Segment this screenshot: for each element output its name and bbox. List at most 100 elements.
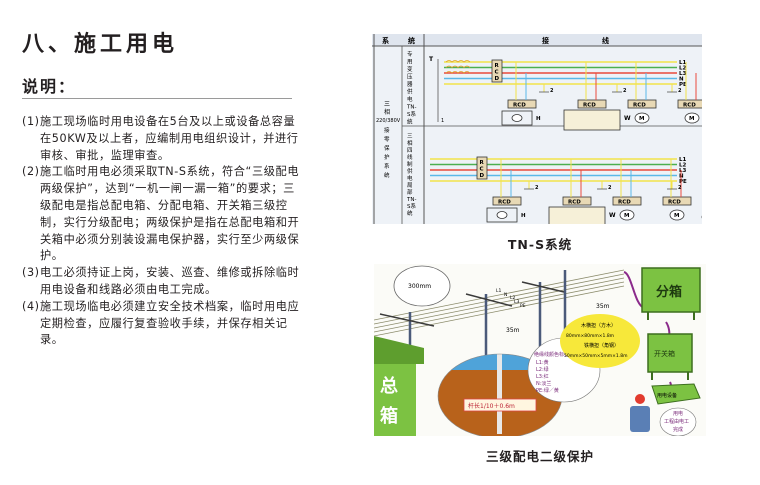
- svg-text:M: M: [689, 116, 694, 122]
- svg-text:M: M: [674, 213, 679, 219]
- row2-label-char: TN-: [406, 197, 416, 203]
- bus-label: L1: [679, 60, 687, 66]
- svg-text:RCD: RCD: [583, 103, 596, 109]
- svg-text:H: H: [521, 213, 526, 219]
- switch-box: [647, 333, 693, 373]
- main-distribution-box: [374, 364, 416, 436]
- svg-text:RCD: RCD: [513, 103, 526, 109]
- tns-caption: TN-S系统: [507, 237, 573, 252]
- svg-text:M: M: [624, 213, 629, 219]
- svg-text:RCD: RCD: [618, 200, 631, 206]
- list-item: (2) 施工临时用电必须采取TN-S系统，符合“三级配电两级保护”，达到“一机一…: [22, 164, 300, 265]
- svg-text:RCD: RCD: [668, 200, 681, 206]
- row2-label-char: 线: [407, 153, 413, 161]
- header-wiring-2: 线: [602, 36, 609, 45]
- branch-rcd: [562, 196, 592, 206]
- instruction-list: (1) 施工现场临时用电设备在5台及以上或设备总容量在50KW及以上者，应编制用…: [22, 114, 300, 349]
- row2-label-char: 四: [407, 147, 413, 154]
- svg-text:H: H: [536, 116, 541, 122]
- svg-text:RCD: RCD: [633, 103, 646, 109]
- spacing-callout: [393, 265, 451, 307]
- row1-label-char: 电: [407, 95, 413, 103]
- electrician-note-1: 用电: [673, 410, 683, 417]
- row1-label-char: S系: [407, 110, 416, 118]
- equipment-label: 用电设备: [657, 392, 677, 399]
- main-rcd: [476, 156, 488, 180]
- row1-label-char: 压: [407, 74, 413, 81]
- header-system-1: 系: [382, 36, 389, 45]
- row1-label-char: 用: [407, 59, 413, 66]
- bus-label: N: [679, 77, 684, 83]
- svg-text:2: 2: [550, 88, 554, 94]
- row2-label-char: 部: [407, 188, 413, 196]
- item-text: 施工临时用电必须采取TN-S系统，符合“三级配电两级保护”，达到“一机一闸一漏一…: [40, 165, 300, 263]
- svg-text:2: 2: [678, 88, 682, 94]
- ground-label: 1: [441, 118, 444, 124]
- motor: [669, 209, 685, 221]
- left-label-char: 保: [384, 144, 390, 152]
- electrician-note-3: 完成: [673, 426, 683, 433]
- row1-label-char: TN-: [406, 105, 416, 111]
- wire-tag: PE: [520, 303, 526, 309]
- left-label-char: 护: [384, 153, 390, 161]
- svg-text:W: W: [609, 212, 616, 219]
- lamp: [511, 114, 523, 122]
- row1-label-char: 变: [407, 65, 413, 73]
- span-label-2: 35m: [596, 303, 610, 310]
- protection-caption: 三级配电二级保护: [485, 449, 594, 464]
- svg-text:RCD: RCD: [683, 103, 696, 109]
- bus-label: L1: [679, 157, 687, 163]
- wire-tag: L3: [514, 299, 520, 305]
- section-subtitle: 说明：: [22, 77, 77, 96]
- bus-label: L2: [679, 163, 687, 169]
- list-item: (4) 施工现场临电必须建立安全技术档案，临时用电应定期检查，应履行复查验收手续…: [22, 299, 300, 349]
- item-number: (2): [22, 165, 40, 179]
- bus-label: L3: [679, 71, 687, 77]
- welder: [548, 206, 606, 228]
- crossarm-spec-title: 木横担（方木）: [581, 322, 616, 329]
- bus-label: PE: [679, 82, 687, 88]
- branch-rcd: [577, 99, 607, 109]
- row1-label-char: 器: [407, 81, 413, 88]
- sub-box-label: 分箱: [656, 284, 682, 300]
- wire-color-item: L3:红: [536, 373, 549, 380]
- wire-tag: L2: [510, 295, 516, 301]
- bus-label: L2: [679, 66, 687, 72]
- item-text: 电工必须持证上岗，安装、巡查、维修或拆除临时用电设备和线路必须由电工完成。: [40, 266, 300, 296]
- pole-depth-label: 杆长1/10＋0.6m: [468, 402, 515, 410]
- svg-text:R: R: [480, 160, 485, 166]
- svg-text:D: D: [480, 173, 485, 179]
- main-box-label-1: 总: [380, 375, 398, 397]
- header-wiring-1: 接: [542, 36, 549, 45]
- distribution-illustration: 300mm 35m 35m L1 N L2 L3 PE 总 箱 杆长1/10＋0…: [373, 264, 706, 439]
- left-label-char: 零: [384, 136, 390, 143]
- svg-text:RCD: RCD: [498, 200, 511, 206]
- list-item: (3) 电工必须持证上岗，安装、巡查、维修或拆除临时用电设备和线路必须由电工完成…: [22, 265, 300, 299]
- span-label-1: 35m: [506, 327, 520, 334]
- item-number: (3): [22, 266, 40, 280]
- wire-color-item: L2:绿: [536, 366, 549, 373]
- row1-label-char: 专: [407, 50, 413, 58]
- branch-rcd: [662, 196, 692, 206]
- item-number: (4): [22, 299, 40, 313]
- crossarm-spec-callout: [560, 314, 640, 368]
- crossarm-spec-2: 50mm×50mm×5mm×1.8m: [564, 353, 627, 359]
- header-system-2: 统: [408, 36, 415, 45]
- branch-rcd: [492, 196, 522, 206]
- motor: [619, 209, 635, 221]
- divider: [22, 98, 292, 99]
- electrician-figure: [630, 394, 650, 432]
- wire-color-item: PE:绿／黄: [536, 387, 559, 394]
- row1-label-char: 供: [407, 88, 413, 96]
- motor: [684, 112, 700, 124]
- svg-text:M: M: [639, 116, 644, 122]
- electrical-equipment: [651, 383, 701, 405]
- left-label-top: 三: [384, 101, 390, 108]
- item-number: (1): [22, 115, 40, 128]
- svg-text:2: 2: [623, 88, 627, 94]
- svg-text:2: 2: [678, 185, 682, 191]
- wire-tag: L1: [496, 288, 502, 294]
- spacing-label: 300mm: [408, 283, 431, 290]
- row2-label-char: 供: [407, 167, 413, 175]
